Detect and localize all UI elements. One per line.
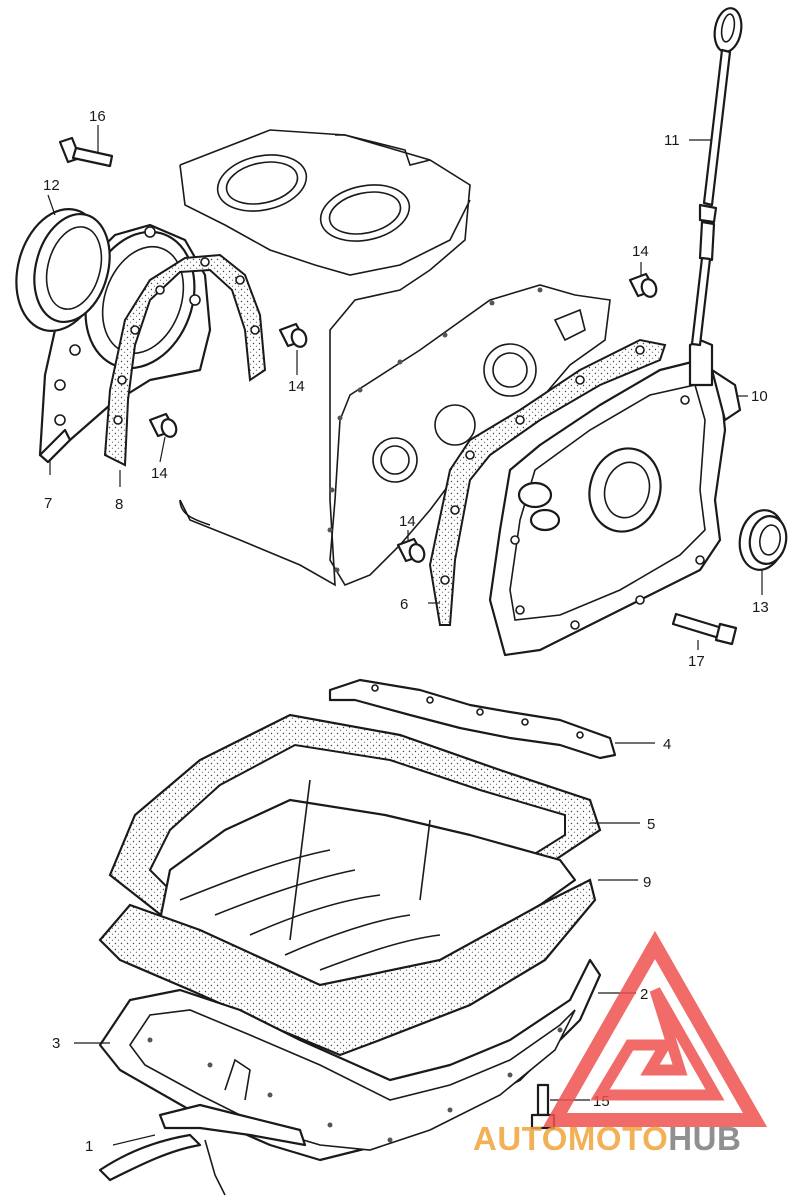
rear-seal-gasket (103, 253, 267, 467)
callout-14-rear-dowel: 14 (288, 378, 305, 395)
callout-16: 16 (89, 108, 106, 125)
callout-4: 4 (663, 736, 671, 753)
bolt-16 (58, 136, 114, 168)
callout-2: 2 (640, 986, 648, 1003)
callout-3: 3 (52, 1035, 60, 1052)
callout-6: 6 (400, 596, 408, 613)
automotohub-watermark: AUTOMOTOHUB (473, 930, 768, 1157)
logo-text: AUTOMOTOHUB (473, 1120, 741, 1157)
callout-9: 9 (643, 874, 651, 891)
front-cover-gasket (428, 338, 667, 626)
callout-11: 11 (664, 132, 680, 149)
leader-lines (47, 125, 763, 1146)
callout-1: 1 (85, 1138, 93, 1155)
logo-word-hub: HUB (668, 1120, 741, 1157)
logo-word-auto: AUTO (473, 1120, 568, 1157)
front-cover (488, 338, 742, 657)
callout-14-lower-dowel: 14 (151, 465, 168, 482)
callout-13: 13 (752, 599, 769, 616)
bolt-17 (671, 612, 738, 646)
callout-5: 5 (647, 816, 655, 833)
dowel-pins (148, 272, 658, 563)
callout-8: 8 (115, 496, 123, 513)
callout-17: 17 (688, 653, 705, 670)
callout-7: 7 (44, 495, 52, 512)
dipstick (690, 7, 743, 347)
oil-strainer-baffle (98, 1058, 307, 1196)
callout-14-top-dowel: 14 (632, 243, 649, 260)
oil-pan-strip-gasket (328, 678, 617, 760)
logo-triangle-icon (542, 930, 768, 1127)
callout-12: 12 (43, 177, 60, 194)
logo-g-icon (590, 987, 725, 1101)
rear-oil-seal (15, 208, 111, 332)
logo-word-moto: MOTO (568, 1120, 668, 1157)
callout-14-front-dowel: 14 (399, 513, 416, 530)
callout-10: 10 (751, 388, 768, 405)
front-oil-seal (738, 509, 788, 571)
